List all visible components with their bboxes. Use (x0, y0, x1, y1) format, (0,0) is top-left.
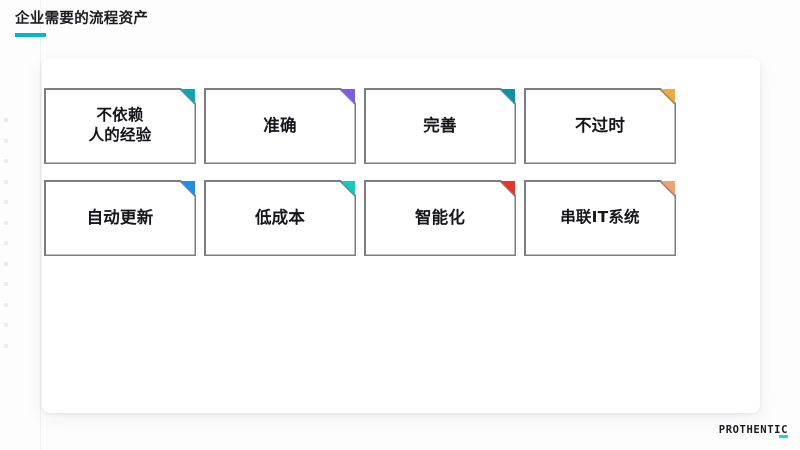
card-label: 完善 (423, 116, 457, 136)
card-frame (44, 180, 196, 256)
title-accent-underline (15, 33, 46, 38)
asset-card[interactable]: 智能化 (364, 180, 516, 256)
asset-card[interactable]: 不过时 (524, 88, 676, 164)
card-frame (364, 180, 516, 256)
card-label: 不依赖 人的经验 (88, 106, 152, 144)
margin-dot (4, 200, 8, 205)
card-label: 不过时 (574, 116, 626, 136)
margin-dot (4, 302, 8, 307)
card-label: 准确 (263, 116, 297, 136)
margin-dot (4, 220, 8, 225)
card-frame (524, 180, 676, 256)
asset-card[interactable]: 自动更新 (44, 180, 196, 256)
margin-dot (4, 282, 8, 287)
margin-dot (4, 118, 8, 122)
page-title: 企业需要的流程资产 (15, 11, 149, 27)
left-dot-column (4, 118, 10, 348)
margin-dot (4, 159, 8, 164)
card-frame (524, 88, 676, 164)
card-label: 串联IT系统 (560, 208, 640, 227)
logo-text: PROTHENTIC (718, 424, 788, 436)
card-label: 智能化 (414, 208, 466, 228)
margin-dot (4, 241, 8, 246)
margin-dot (4, 179, 8, 184)
card-frame (204, 180, 356, 256)
brand-logo: PROTHENTIC (718, 424, 788, 438)
asset-card-grid: 不依赖 人的经验 准确 完善 不过时 自动更新 (44, 88, 676, 256)
margin-dot (4, 138, 8, 143)
card-label: 自动更新 (86, 208, 154, 228)
margin-dot (4, 323, 8, 328)
title-block: 企业需要的流程资产 (15, 10, 415, 38)
margin-dot (4, 261, 8, 266)
asset-card[interactable]: 串联IT系统 (524, 180, 676, 256)
left-margin-rule (40, 0, 41, 450)
asset-card[interactable]: 准确 (204, 88, 356, 164)
logo-accent-bar (779, 435, 788, 438)
asset-card[interactable]: 不依赖 人的经验 (44, 88, 196, 164)
asset-card[interactable]: 低成本 (204, 180, 356, 256)
asset-card[interactable]: 完善 (364, 88, 516, 164)
margin-dot (4, 343, 8, 348)
logo-wordmark: PROTHENTIC (718, 424, 788, 438)
card-frame (364, 88, 516, 164)
card-frame (204, 88, 356, 164)
card-label: 低成本 (254, 208, 306, 228)
card-frame (44, 88, 196, 164)
